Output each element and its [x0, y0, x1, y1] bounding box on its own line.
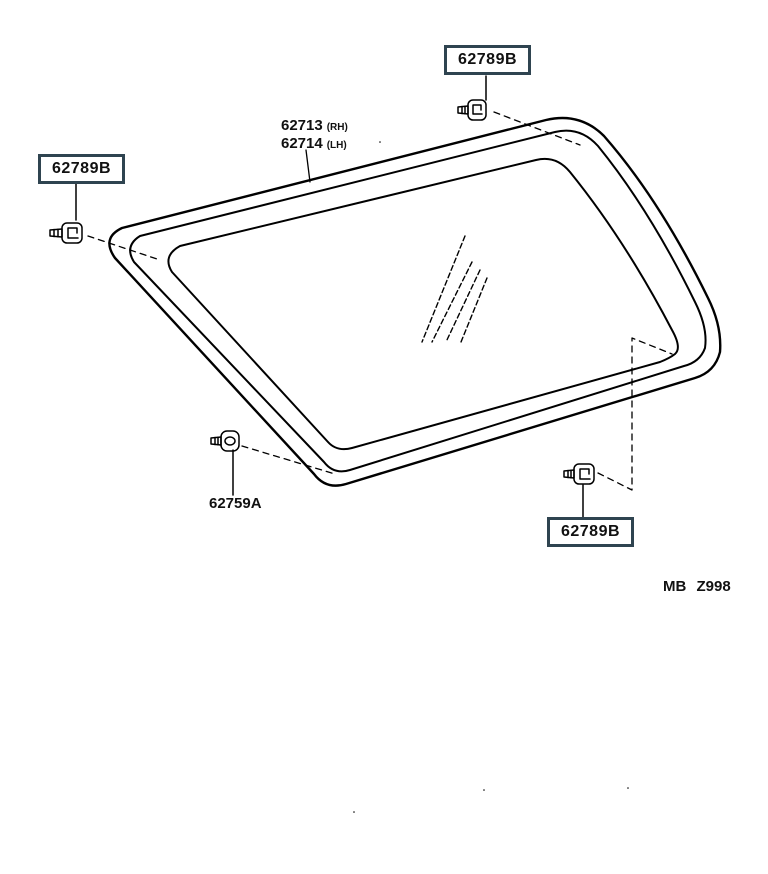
glass-rh-side: (RH) — [326, 122, 348, 133]
window-outer-weatherstrip — [108, 116, 722, 487]
glass-rh-number: 62713 — [281, 117, 323, 134]
diagram-code-prefix: MB — [663, 578, 687, 595]
glass-lh-side: (LH) — [326, 140, 347, 151]
scan-specks — [353, 787, 629, 813]
diagram-code: MB Z998 — [663, 578, 731, 595]
clip-bottom-left-label[interactable]: 62759A — [209, 495, 262, 512]
clip-left-callout[interactable]: 62789B — [38, 154, 125, 184]
clip-top-callout[interactable]: 62789B — [444, 45, 531, 75]
clip-bottom-right-callout[interactable]: 62789B — [547, 517, 634, 547]
clip-icon — [49, 222, 83, 244]
glass-part-label[interactable]: 62713(RH) 62714(LH) — [281, 118, 348, 154]
clip-icon — [457, 99, 487, 121]
glass-lh-number: 62714 — [281, 135, 323, 152]
glass-leader-line — [305, 149, 311, 183]
clip-dashed-leaders — [87, 111, 673, 491]
clip-icon — [563, 463, 595, 485]
window-moulding — [129, 129, 707, 473]
window-glass-pane — [167, 157, 679, 451]
diagram-code-number: Z998 — [696, 578, 731, 595]
clip-icon — [210, 430, 240, 452]
glass-reflection-marks — [421, 235, 488, 343]
callout-leaders — [75, 75, 584, 519]
reference-dot — [379, 141, 381, 143]
